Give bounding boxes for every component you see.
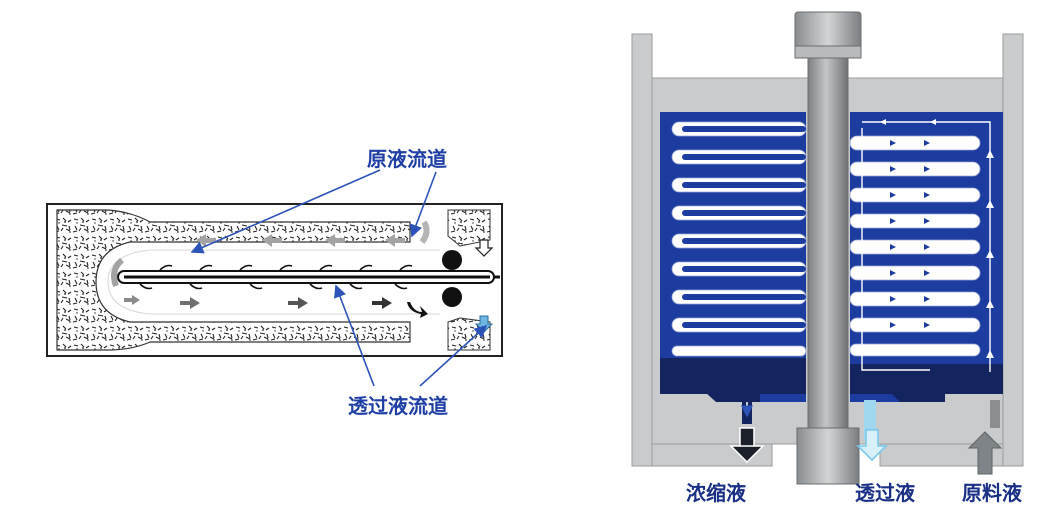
callout-perm-line-2 <box>419 324 488 387</box>
left-speckled-spacer <box>56 209 411 351</box>
right-flow-path <box>861 121 991 372</box>
right-leaf-arrows <box>890 140 930 328</box>
left-feed-channel <box>107 249 440 315</box>
feed-channel-label: 原液流道 <box>367 147 447 171</box>
permeate-label: 透过液 <box>855 481 916 505</box>
right-bolt-nut <box>794 11 862 49</box>
left-feed-arrows-top <box>196 234 405 247</box>
left-inlet-arrow <box>474 239 494 257</box>
left-top-end-cap <box>447 209 491 247</box>
right-bolt-bottom-cap <box>796 427 860 485</box>
permeate-channel-label: 透过液流道 <box>348 394 448 418</box>
left-seal-top <box>442 250 462 270</box>
callout-feed-line-2 <box>409 171 437 238</box>
concentrate-label: 浓缩液 <box>686 481 747 505</box>
left-top-bend-arrow <box>419 220 430 244</box>
feed-label: 原料液 <box>962 481 1023 505</box>
right-right-rail <box>1002 33 1024 467</box>
left-feed-arrows-bottom <box>124 295 392 309</box>
left-cross-section <box>46 203 503 357</box>
permeate-outlet-arrow <box>856 429 888 462</box>
callout-feed-line-1 <box>190 169 381 254</box>
right-left-rail <box>631 33 653 467</box>
right-right-membrane-block <box>850 112 1003 402</box>
right-right-membrane-leaves <box>849 135 981 357</box>
concentrate-outlet-arrow <box>729 427 765 464</box>
right-center-bolt <box>807 43 849 485</box>
left-membrane-leaves <box>139 264 413 290</box>
left-uturn-arrow <box>111 257 125 288</box>
left-callouts <box>190 169 488 387</box>
left-seal-bottom <box>442 287 462 307</box>
callout-perm-line-1 <box>333 284 375 387</box>
feed-inlet-arrow <box>967 431 1003 475</box>
left-exit-arrow <box>407 302 428 318</box>
right-upflow-arrows <box>880 119 994 358</box>
right-cross-section <box>631 11 1024 485</box>
